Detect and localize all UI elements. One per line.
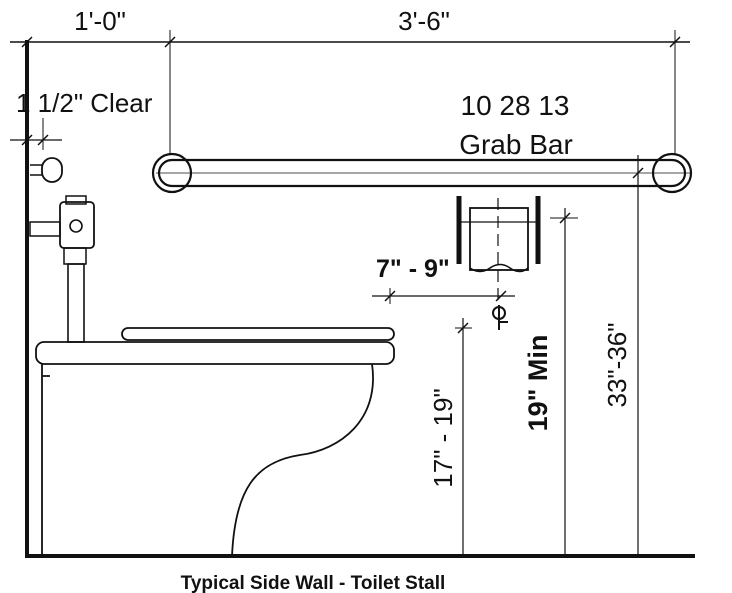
grab-bar (151, 152, 693, 194)
toilet-bowl (41, 363, 374, 557)
dimension-seat-height: 17" - 19" (428, 388, 458, 487)
dimension-dispenser-height: 19" Min (523, 335, 553, 432)
clearance-dimension (10, 118, 62, 150)
seat-height-dimension (455, 318, 472, 556)
flush-offset-dimension (372, 288, 515, 304)
grab-bar-code: 10 28 13 (461, 90, 570, 121)
dispenser-height-dimension (550, 208, 578, 556)
toilet-seat (35, 327, 395, 365)
dimension-clearance: 1 1/2" Clear (16, 88, 153, 118)
flush-valve (29, 157, 95, 343)
dimension-flush-offset: 7" - 9" (376, 255, 450, 283)
grab-bar-name: Grab Bar (459, 129, 573, 160)
dimension-top-left: 1'-0" (74, 6, 126, 36)
dimension-bar-height: 33"-36" (602, 323, 632, 408)
flush-handle (492, 305, 508, 330)
diagram-caption: Typical Side Wall - Toilet Stall (181, 573, 446, 593)
dimension-top-right: 3'-6" (398, 6, 450, 36)
toilet-paper-dispenser (456, 196, 541, 305)
top-dimension-line (10, 30, 690, 155)
wall-and-floor (25, 40, 695, 558)
bar-height-dimension (632, 155, 644, 556)
